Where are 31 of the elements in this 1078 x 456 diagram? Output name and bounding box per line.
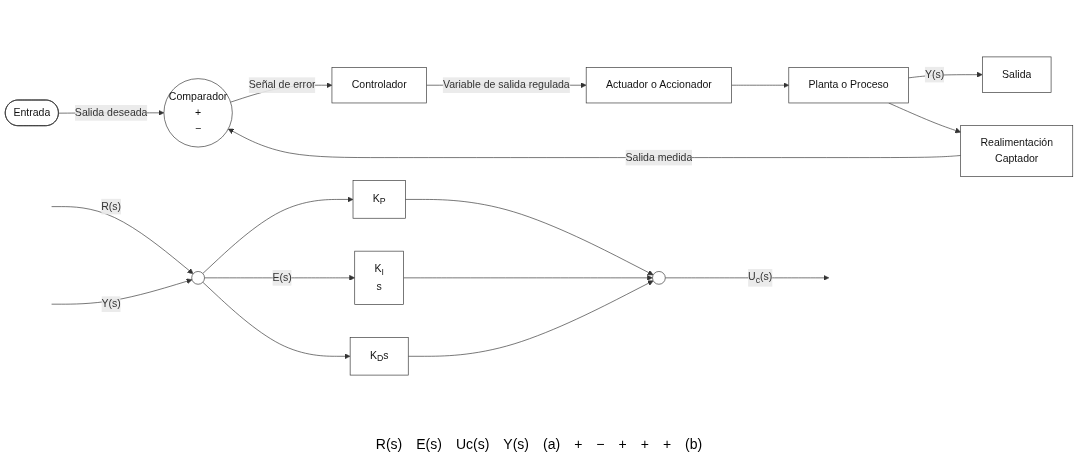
label-text: Uc(s) xyxy=(455,436,490,452)
node-box: Planta o Proceso xyxy=(788,67,909,104)
edge-label: Salida deseada xyxy=(74,106,148,119)
node-box: Salida xyxy=(982,56,1052,93)
node-circle xyxy=(191,271,205,285)
edge-label: R(s) xyxy=(101,200,122,212)
edge-label: E(s) xyxy=(272,271,292,284)
edge-label: Señal de error xyxy=(248,79,316,91)
node-box: K$_{D}$s xyxy=(349,337,409,376)
node-box: Controlador xyxy=(331,67,427,104)
edge-label: Y(s) xyxy=(101,298,121,310)
node-box: K$_{I}$ s xyxy=(354,250,404,305)
label-text: Y(s) xyxy=(503,436,529,452)
label-text: (a) xyxy=(543,436,561,452)
label-text: + xyxy=(618,436,627,452)
label-text: − xyxy=(596,436,605,452)
node-circle: Comparador + − xyxy=(163,78,233,148)
edge-label: Salida medida xyxy=(625,151,693,163)
node-box: Actuador o Accionador xyxy=(585,67,732,104)
label-text: E(s) xyxy=(416,436,442,452)
label-text: (b) xyxy=(685,436,703,452)
edge-label: Y(s) xyxy=(924,68,945,80)
node-circle xyxy=(652,271,666,285)
label-text: + xyxy=(640,436,649,452)
node-box: K$_{P}$ xyxy=(352,180,406,219)
node-box: Realimentación Captador xyxy=(960,125,1074,177)
edge-label: Variable de salida regulada xyxy=(442,79,570,91)
label-text: R(s) xyxy=(375,436,403,452)
label-text: + xyxy=(574,436,583,452)
edge-label: U$_{c}$(s) xyxy=(748,270,773,285)
label-text: + xyxy=(662,436,672,452)
